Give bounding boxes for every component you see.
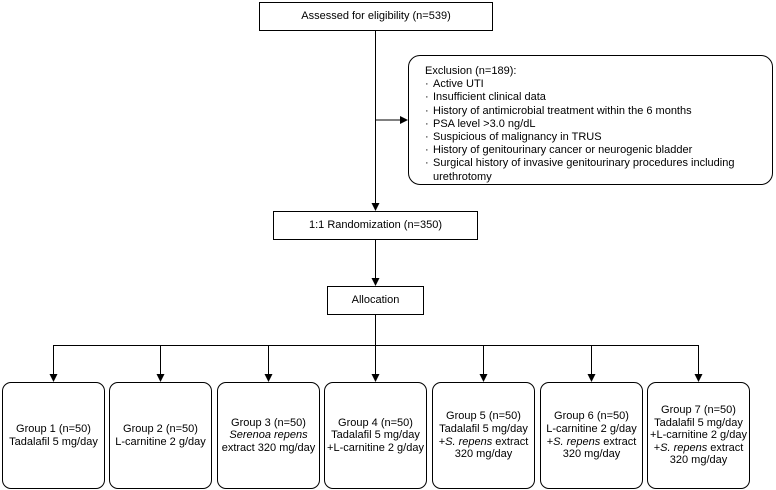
randomization-label: 1:1 Randomization (n=350) <box>309 219 442 231</box>
group-treatment: + <box>546 435 554 448</box>
group-2-box: Group 2 (n=50) L-carnitine 2 g/day <box>109 382 212 489</box>
randomization-box: 1:1 Randomization (n=350) <box>273 211 478 240</box>
group-treatment: Tadalafil 5 mg/day <box>654 416 743 429</box>
group-treatment: extract <box>707 441 744 454</box>
group-treatment: 320 mg/day <box>562 448 621 461</box>
exclusion-item: PSA level >3.0 ng/dL <box>425 118 772 131</box>
group-title: Group 4 (n=50) <box>338 416 413 429</box>
group-treatment: Tadalafil 5 mg/day <box>439 422 528 435</box>
exclusion-item: History of antimicrobial treatment withi… <box>425 105 772 118</box>
group-title: Group 1 (n=50) <box>16 422 91 435</box>
group-treatment: L-carnitine 2 g/day <box>115 435 206 448</box>
group-treatment: +L-carnitine 2 g/day <box>327 441 424 454</box>
group-treatment: extract <box>600 435 637 448</box>
group-5-box: Group 5 (n=50) Tadalafil 5 mg/day +S. re… <box>432 382 535 489</box>
group-treatment: extract 320 mg/day <box>221 441 316 454</box>
group-7-box: Group 7 (n=50) Tadalafil 5 mg/day +L-car… <box>647 382 750 489</box>
group-6-box: Group 6 (n=50) L-carnitine 2 g/day +S. r… <box>540 382 643 489</box>
group-treatment: + <box>653 441 661 454</box>
group-title: Group 2 (n=50) <box>123 422 198 435</box>
group-treatment: Tadalafil 5 mg/day <box>331 429 420 442</box>
exclusion-title: Exclusion (n=189): <box>425 65 517 77</box>
group-treatment: L-carnitine 2 g/day <box>546 422 637 435</box>
group-title: Group 5 (n=50) <box>446 410 521 423</box>
group-treatment: extract <box>492 435 529 448</box>
group-title: Group 6 (n=50) <box>554 410 629 423</box>
exclusion-list: Active UTI Insufficient clinical data Hi… <box>425 78 772 184</box>
group-3-box: Group 3 (n=50) Serenoa repens extract 32… <box>217 382 320 489</box>
exclusion-item: Suspicious of malignancy in TRUS <box>425 131 772 144</box>
group-title: Group 7 (n=50) <box>661 404 736 417</box>
group-treatment: +L-carnitine 2 g/day <box>650 429 747 442</box>
exclusion-item-continued: urethrotomy <box>433 170 492 183</box>
exclusion-item: Surgical history of invasive genitourina… <box>425 157 772 170</box>
group-treatment-italic: S. repens <box>553 435 601 448</box>
group-treatment-italic: S. repens <box>445 435 493 448</box>
group-treatment: 320 mg/day <box>454 448 513 461</box>
group-treatment: 320 mg/day <box>669 454 728 467</box>
group-treatment-italic: Serenoa repens <box>229 429 308 442</box>
exclusion-item: Active UTI <box>425 78 772 91</box>
allocation-box: Allocation <box>327 286 424 315</box>
exclusion-box: Exclusion (n=189): Active UTI Insufficie… <box>408 55 773 185</box>
allocation-label: Allocation <box>351 294 400 306</box>
group-treatment: + <box>438 435 446 448</box>
exclusion-item: Insufficient clinical data <box>425 91 772 104</box>
group-treatment-italic: S. repens <box>660 441 708 454</box>
eligibility-label: Assessed for eligibility (n=539) <box>301 10 451 22</box>
group-treatment: Tadalafil 5 mg/day <box>9 435 98 448</box>
exclusion-item: History of genitourinary cancer or neuro… <box>425 144 772 157</box>
group-title: Group 3 (n=50) <box>231 416 306 429</box>
group-1-box: Group 1 (n=50) Tadalafil 5 mg/day <box>2 382 105 489</box>
group-4-box: Group 4 (n=50) Tadalafil 5 mg/day +L-car… <box>324 382 427 489</box>
eligibility-box: Assessed for eligibility (n=539) <box>259 2 493 31</box>
